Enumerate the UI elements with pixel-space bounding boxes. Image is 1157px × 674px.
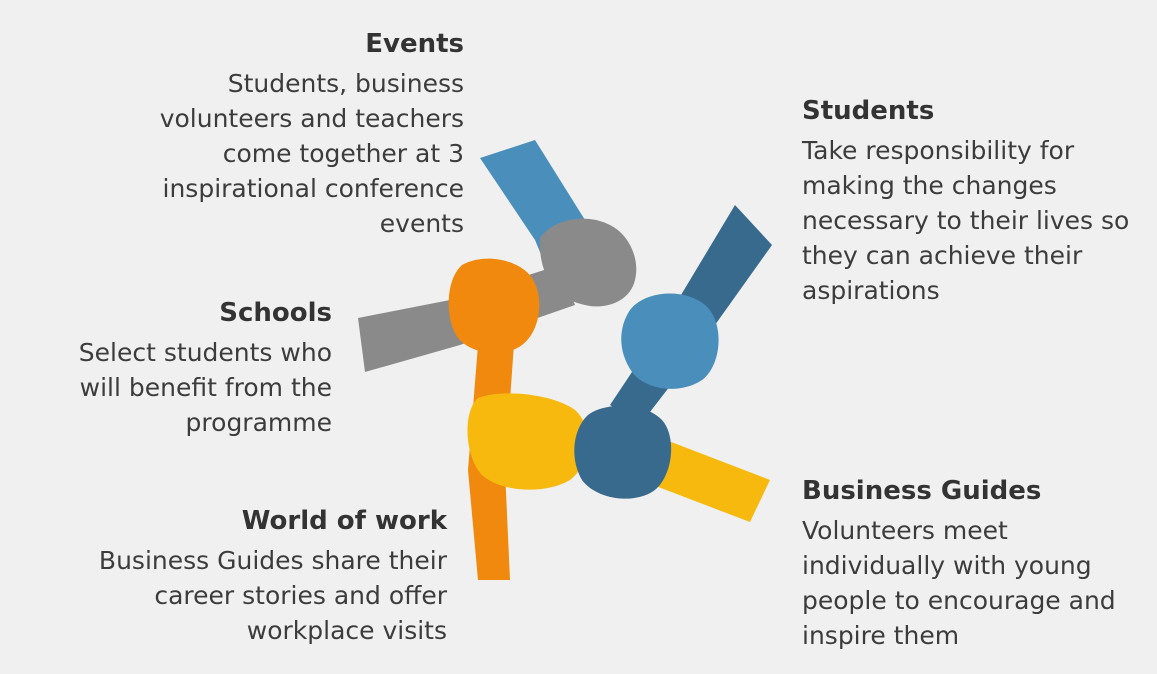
business-guides-line: individually with young bbox=[802, 551, 1092, 580]
students-line: aspirations bbox=[802, 276, 940, 305]
world-of-work-line: workplace visits bbox=[246, 616, 447, 645]
schools-line: will benefit from the bbox=[79, 373, 332, 402]
schools-description: Select students who will benefit from th… bbox=[32, 335, 332, 440]
students-section: Students Take responsibility for making … bbox=[802, 95, 1152, 308]
business-guides-line: people to encourage and bbox=[802, 586, 1116, 615]
events-line: Students, business bbox=[227, 69, 464, 98]
interlocking-hands-illustration bbox=[358, 140, 772, 580]
orange-fist bbox=[448, 258, 540, 354]
world-of-work-description: Business Guides share their career stori… bbox=[27, 543, 447, 648]
schools-title: Schools bbox=[219, 298, 332, 328]
schools-section: Schools Select students who will benefit… bbox=[32, 297, 332, 440]
business-guides-title: Business Guides bbox=[802, 476, 1042, 506]
schools-line: Select students who bbox=[78, 338, 332, 367]
world-of-work-title: World of work bbox=[241, 506, 447, 536]
students-title: Students bbox=[802, 96, 935, 126]
world-of-work-line: career stories and offer bbox=[154, 581, 447, 610]
events-title: Events bbox=[365, 29, 464, 59]
events-line: inspirational conference bbox=[162, 174, 464, 203]
world-of-work-line: Business Guides share their bbox=[98, 546, 447, 575]
students-line: Take responsibility for bbox=[802, 136, 1075, 165]
business-guides-line: Volunteers meet bbox=[802, 516, 1008, 545]
students-description: Take responsibility for making the chang… bbox=[802, 133, 1152, 308]
gray-fist bbox=[539, 218, 637, 307]
business-guides-section: Business Guides Volunteers meet individu… bbox=[802, 475, 1152, 653]
events-section: Events Students, business volunteers and… bbox=[44, 28, 464, 241]
light-blue-fist bbox=[621, 293, 719, 389]
events-line: come together at 3 bbox=[222, 139, 464, 168]
students-line: necessary to their lives so bbox=[802, 206, 1130, 235]
business-guides-description: Volunteers meet individually with young … bbox=[802, 513, 1152, 653]
schools-line: programme bbox=[185, 408, 332, 437]
business-guides-line: inspire them bbox=[802, 621, 960, 650]
yellow-fist bbox=[467, 393, 588, 490]
events-description: Students, business volunteers and teache… bbox=[44, 66, 464, 241]
students-line: they can achieve their bbox=[802, 241, 1083, 270]
dark-blue-fist bbox=[574, 405, 672, 499]
events-line: events bbox=[379, 209, 464, 238]
students-line: making the changes bbox=[802, 171, 1057, 200]
events-line: volunteers and teachers bbox=[159, 104, 464, 133]
world-of-work-section: World of work Business Guides share thei… bbox=[27, 505, 447, 648]
